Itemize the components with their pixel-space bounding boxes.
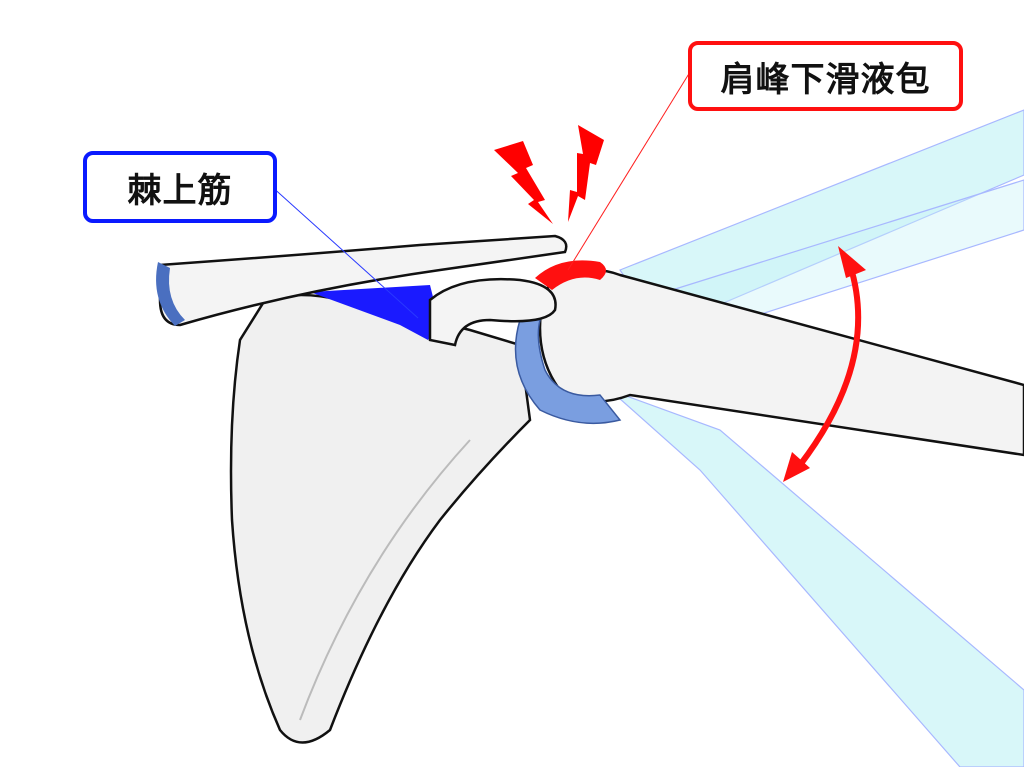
bursa-leader-line — [567, 71, 691, 271]
subacromial-bursa — [535, 260, 606, 290]
supraspinatus-muscle — [310, 285, 440, 340]
range-of-motion-arrow-icon — [783, 246, 866, 482]
arm-muscle — [609, 109, 1024, 767]
acromion — [428, 277, 557, 347]
subacromial-bursa-label: 肩峰下滑液包 — [688, 41, 963, 111]
glenoid-cartilage — [514, 319, 622, 425]
clavicle-end — [156, 262, 185, 326]
clavicle — [158, 234, 568, 327]
supraspinatus-label: 棘上筋 — [83, 151, 277, 223]
scapula-ridge — [299, 439, 471, 721]
scapula — [229, 293, 532, 744]
pain-lightning-icon — [494, 125, 604, 224]
supraspinatus-leader-line — [269, 184, 419, 319]
